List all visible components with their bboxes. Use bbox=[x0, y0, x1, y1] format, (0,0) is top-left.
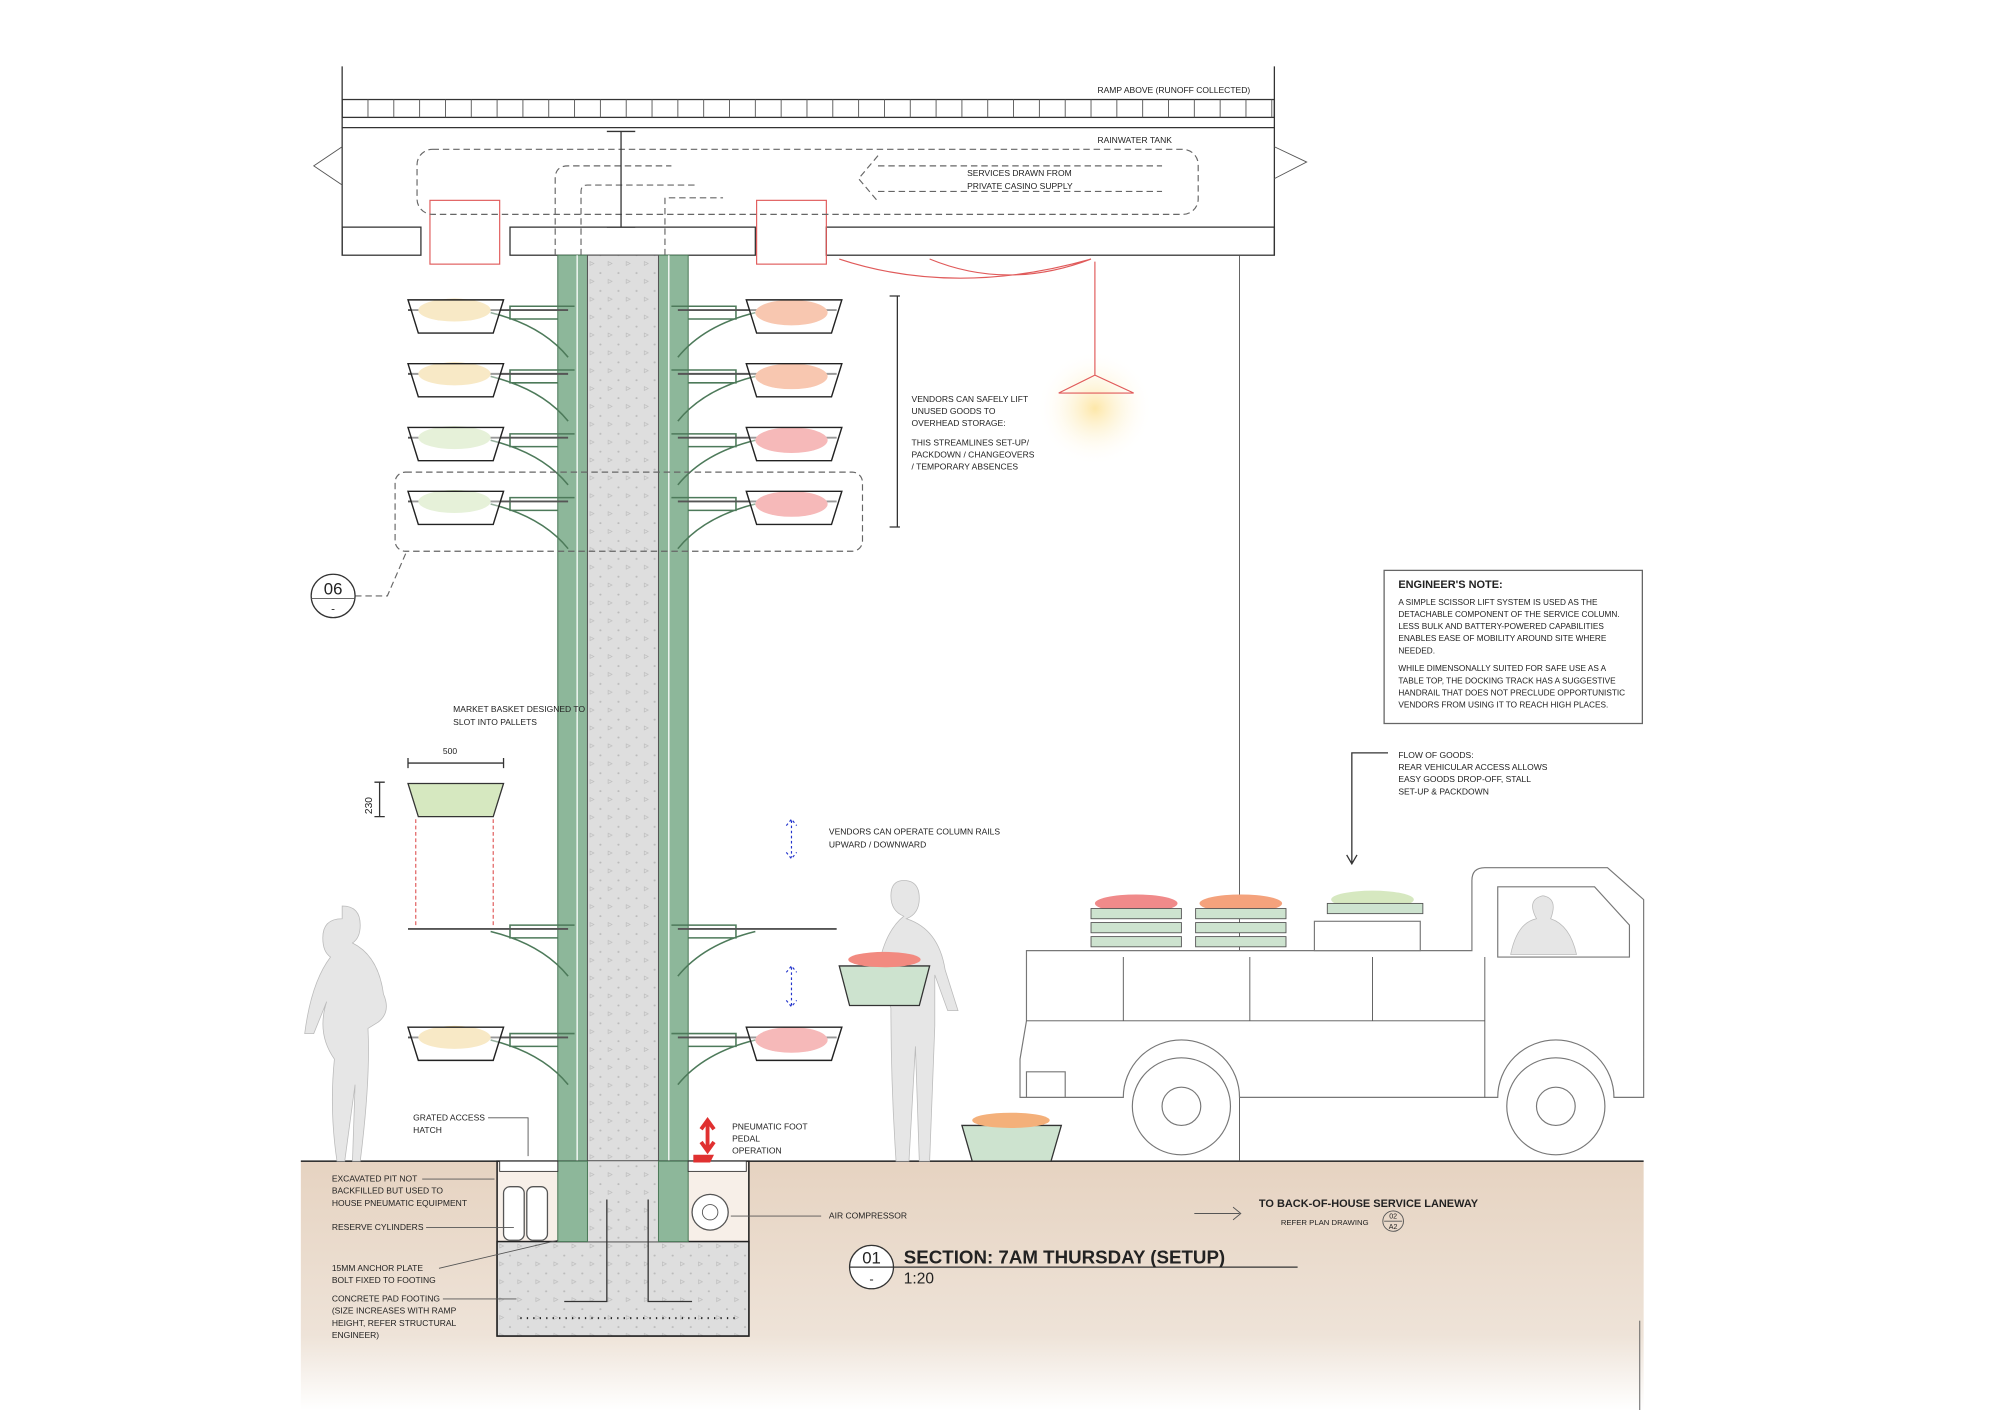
slab bbox=[341, 199, 1276, 265]
laneway-arrow-icon bbox=[1194, 1206, 1242, 1221]
crate-stack bbox=[1326, 890, 1424, 915]
svg-text:-: - bbox=[331, 604, 335, 616]
section-sheet: - bbox=[869, 1272, 873, 1287]
plan-reference-tag[interactable]: 02 A2 bbox=[1382, 1210, 1404, 1232]
refer-plan-label: REFER PLAN DRAWING bbox=[1281, 1218, 1369, 1227]
air-compressor bbox=[691, 1193, 729, 1231]
flow-of-goods-note: FLOW OF GOODS:REAR VEHICULAR ACCESS ALLO… bbox=[1398, 750, 1547, 796]
shelves bbox=[407, 298, 843, 1086]
produce bbox=[755, 427, 828, 453]
section-title: SECTION: 7AM THURSDAY (SETUP) bbox=[904, 1246, 1225, 1267]
ground-basket bbox=[961, 1124, 1063, 1162]
svg-text:A SIMPLE SCISSOR LIFT SYSTEM I: A SIMPLE SCISSOR LIFT SYSTEM IS USED AS … bbox=[1398, 598, 1625, 710]
tank-label: RAINWATER TANK bbox=[1097, 135, 1172, 145]
rainwater-tank bbox=[416, 148, 1199, 215]
reserve-cylinders-label: RESERVE CYLINDERS bbox=[332, 1222, 424, 1232]
produce bbox=[418, 489, 491, 513]
lift-range-dimension bbox=[889, 295, 900, 528]
grated-hatch bbox=[499, 1160, 559, 1172]
svg-text:02: 02 bbox=[1389, 1214, 1397, 1221]
services-arrow bbox=[857, 155, 1163, 202]
basket bbox=[745, 299, 843, 334]
basket bbox=[745, 490, 843, 526]
produce bbox=[418, 426, 491, 450]
svg-text:06: 06 bbox=[324, 580, 343, 599]
basket bbox=[407, 1026, 505, 1062]
ramp-label: RAMP ABOVE (RUNOFF COLLECTED) bbox=[1097, 85, 1250, 95]
basket-width-dim: 500 bbox=[443, 746, 458, 756]
pit-and-footing bbox=[496, 1154, 750, 1337]
crate-stack bbox=[1090, 894, 1182, 948]
svg-text:ENGINEER'S NOTE:: ENGINEER'S NOTE: bbox=[1398, 579, 1502, 591]
title-block: 01 - SECTION: 7AM THURSDAY (SETUP) 1:20 bbox=[848, 1244, 1298, 1290]
detail-callout-06[interactable]: 06 - bbox=[310, 573, 356, 619]
basket bbox=[407, 362, 505, 398]
access-opening bbox=[756, 199, 827, 265]
pickup-truck bbox=[1019, 867, 1645, 1156]
reserve-cylinder bbox=[526, 1186, 549, 1241]
service-pipes bbox=[554, 165, 724, 256]
pneumatic-arrow-icon bbox=[699, 1117, 716, 1155]
shelf-row bbox=[407, 298, 843, 358]
basket bbox=[745, 426, 843, 462]
produce bbox=[755, 299, 828, 326]
foot-pedal bbox=[693, 1154, 715, 1163]
shelf-row bbox=[407, 489, 843, 550]
carried-basket bbox=[838, 965, 931, 1007]
shelf-row bbox=[407, 1025, 843, 1086]
detail-boundary bbox=[394, 471, 864, 552]
produce bbox=[755, 491, 828, 517]
basket bbox=[745, 1026, 843, 1062]
crate-stack bbox=[1195, 894, 1287, 948]
ramp-above bbox=[312, 66, 1308, 256]
laneway-label: TO BACK-OF-HOUSE SERVICE LANEWAY bbox=[1259, 1198, 1479, 1210]
market-basket bbox=[407, 782, 505, 818]
access-opening bbox=[429, 199, 501, 265]
section-scale: 1:20 bbox=[904, 1271, 934, 1288]
air-compressor-label: AIR COMPRESSOR bbox=[829, 1211, 907, 1221]
basket bbox=[407, 426, 505, 462]
section-number: 01 bbox=[862, 1248, 881, 1267]
produce bbox=[755, 363, 828, 390]
i-beam bbox=[606, 130, 636, 228]
service-column bbox=[557, 254, 689, 1245]
pendant-lamp bbox=[1058, 261, 1134, 394]
produce-crates bbox=[1090, 890, 1424, 948]
produce bbox=[755, 1027, 828, 1053]
reserve-cylinder bbox=[502, 1186, 525, 1241]
engineers-note: ENGINEER'S NOTE: A SIMPLE SCISSOR LIFT S… bbox=[1383, 569, 1643, 725]
produce bbox=[418, 298, 491, 322]
basket bbox=[407, 299, 505, 334]
basket bbox=[745, 362, 843, 398]
shelf-row bbox=[407, 362, 843, 422]
lamp-glow bbox=[1036, 350, 1154, 466]
lighting-cable bbox=[839, 258, 1092, 279]
blue-arrows bbox=[785, 818, 798, 1008]
person-silhouette bbox=[304, 905, 387, 1162]
produce bbox=[418, 1025, 491, 1049]
basket bbox=[407, 490, 505, 526]
shelf-row bbox=[407, 426, 843, 486]
produce bbox=[418, 362, 491, 386]
vendor-silhouette bbox=[877, 880, 959, 1162]
basket-height-dim: 230 bbox=[364, 797, 375, 814]
pad-footing-label: CONCRETE PAD FOOTING(SIZE INCREASES WITH… bbox=[332, 1294, 457, 1340]
shelf-row bbox=[408, 924, 837, 977]
svg-text:A2: A2 bbox=[1389, 1224, 1398, 1231]
